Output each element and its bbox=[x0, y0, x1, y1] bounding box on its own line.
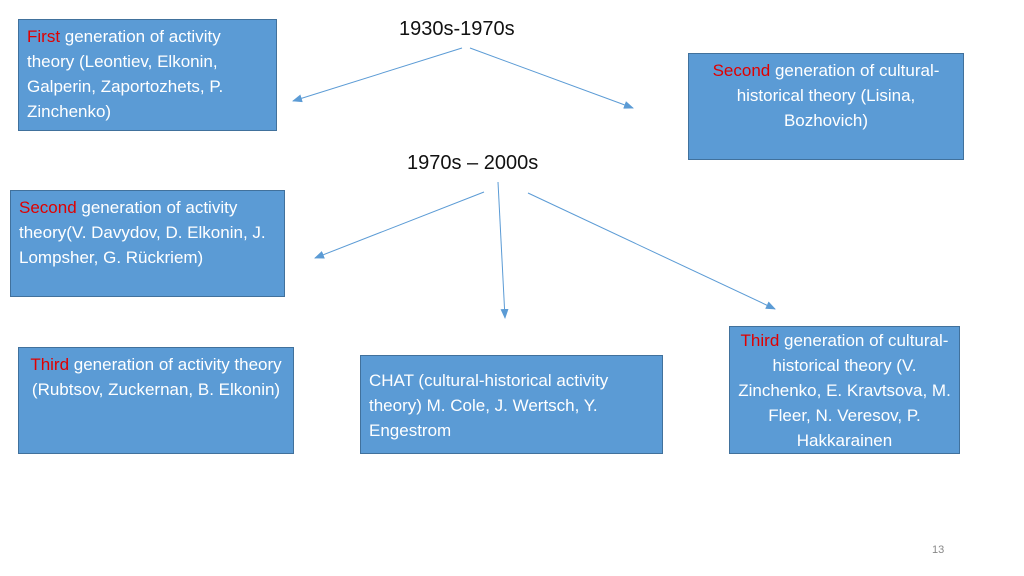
box-highlight: Third bbox=[740, 331, 780, 350]
box-highlight: Second bbox=[19, 198, 77, 217]
box-text: CHAT (cultural-historical activity theor… bbox=[369, 371, 609, 440]
box-first-generation-activity-theory: First generation of activity theory (Leo… bbox=[18, 19, 277, 131]
box-second-generation-activity-theory: Second generation of activity theory(V. … bbox=[10, 190, 285, 297]
box-third-generation-cultural-historical-theory: Third generation of cultural- historical… bbox=[729, 326, 960, 454]
arrow-to-first-activity bbox=[292, 47, 463, 103]
page-number: 13 bbox=[932, 544, 945, 556]
box-second-generation-cultural-historical-theory: Second generation of cultural- historica… bbox=[688, 53, 964, 160]
era-label-1970s-2000s: 1970s – 2000s bbox=[407, 152, 539, 174]
arrow-to-second-cultural bbox=[469, 47, 634, 109]
box-text: generation of activity theory (Rubtsov, … bbox=[31, 355, 282, 399]
box-text: generation of cultural- historical theor… bbox=[738, 331, 951, 450]
box-highlight: Second bbox=[712, 61, 771, 80]
arrow-to-second-activity bbox=[314, 191, 485, 259]
era-label-1930s-1970s: 1930s-1970s bbox=[399, 18, 515, 40]
box-text: generation of cultural- historical theor… bbox=[736, 61, 940, 130]
arrow-to-third-cultural bbox=[527, 192, 776, 310]
box-chat: CHAT (cultural-historical activity theor… bbox=[360, 355, 663, 454]
box-text: generation of activity theory (Leontiev,… bbox=[27, 27, 224, 121]
box-highlight: First bbox=[27, 27, 61, 46]
box-third-generation-activity-theory: Third generation of activity theory (Rub… bbox=[18, 347, 294, 454]
arrow-to-chat bbox=[497, 181, 509, 319]
box-text: generation of activity theory(V. Davydov… bbox=[19, 198, 266, 267]
box-highlight: Third bbox=[30, 355, 70, 374]
